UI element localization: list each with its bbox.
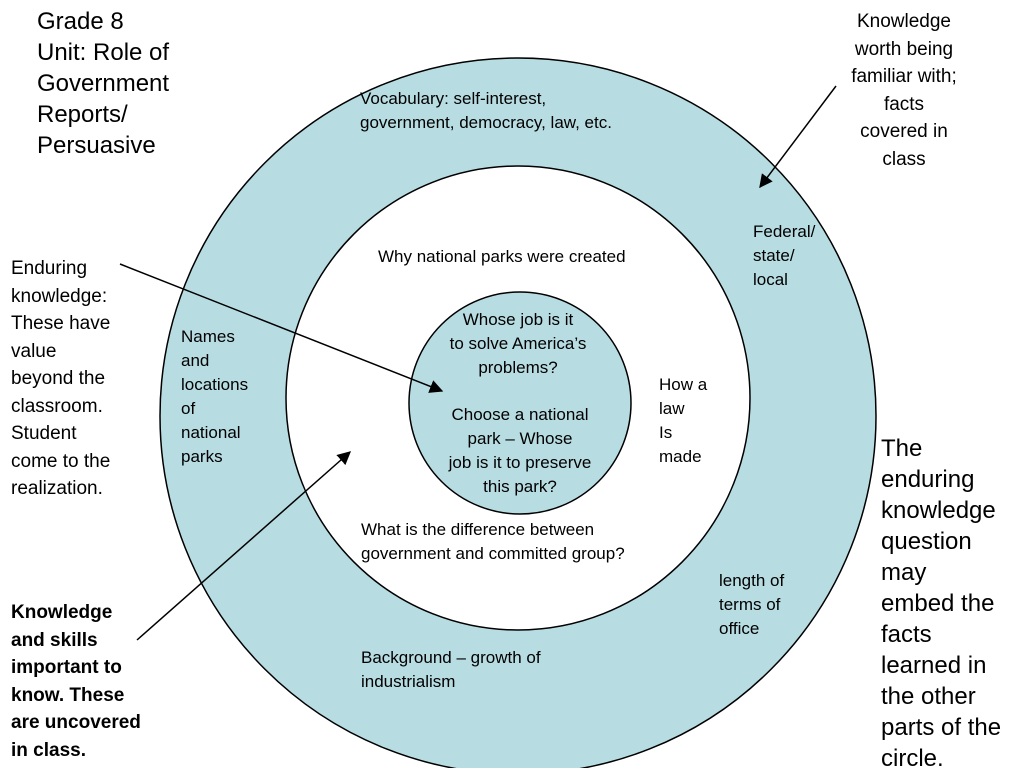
callout-knowledge-skills: Knowledge and skills important to know. …	[11, 602, 141, 761]
label-why-parks: Why national parks were created	[378, 247, 626, 266]
unit-title: Grade 8 Unit: Role of Government Reports…	[37, 8, 170, 159]
label-how-law: How a law Is made	[659, 375, 708, 466]
label-whose-job: Whose job is it to solve America’s probl…	[449, 310, 587, 377]
arrow-knowledge-familiar	[759, 85, 837, 189]
core-circle	[408, 291, 632, 515]
label-federal-state-local: Federal/ state/ local	[753, 222, 816, 289]
arrow-knowledge-skills	[136, 451, 352, 641]
label-length-terms: length of terms of office	[719, 571, 785, 638]
arrow-enduring-knowledge	[119, 263, 444, 393]
label-difference: What is the difference between governmen…	[361, 520, 625, 563]
label-names-locations: Names and locations of national parks	[181, 327, 249, 466]
label-background: Background – growth of industrialism	[361, 648, 541, 691]
label-vocabulary: Vocabulary: self-interest, government, d…	[360, 89, 612, 132]
callout-enduring-question-note: The enduring knowledge question may embe…	[881, 435, 1002, 772]
label-choose-park: Choose a national park – Whose job is it…	[448, 405, 592, 496]
callout-enduring-knowledge: Enduring knowledge: These have value bey…	[11, 258, 111, 499]
callout-knowledge-familiar: Knowledge worth being familiar with; fac…	[851, 11, 957, 170]
